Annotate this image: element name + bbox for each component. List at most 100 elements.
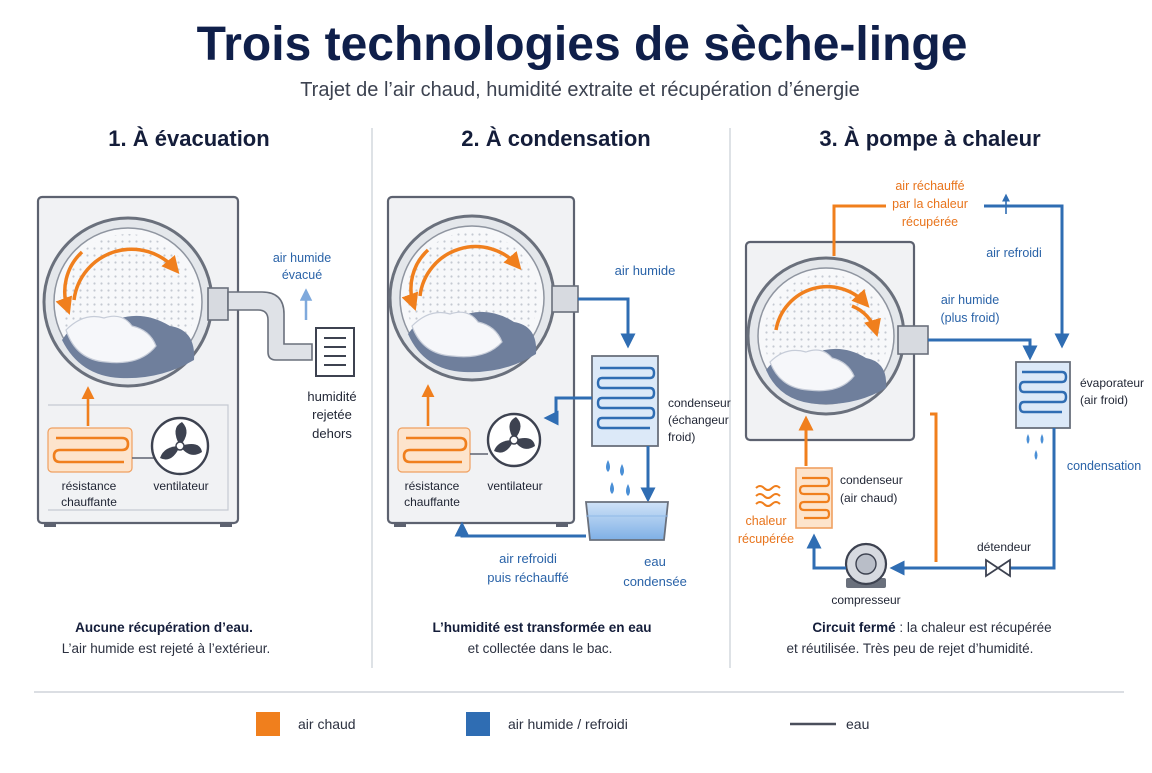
label-air-rechauffe: air réchauffé — [895, 179, 964, 193]
label-recuperee: récupérée — [902, 215, 958, 229]
lower-panel-outline — [48, 404, 229, 511]
panel-evacuation: 1. À évacuation air humide évacué humidi… — [36, 126, 357, 656]
label-air-refroidi: air refroidi — [986, 246, 1042, 260]
legend-swatch-hot — [256, 712, 280, 736]
label-compresseur: compresseur — [831, 593, 900, 607]
label-froid: froid) — [668, 430, 695, 444]
label-air-chaud: (air chaud) — [840, 491, 897, 505]
panel1-caption: L’air humide est rejeté à l’extérieur. — [62, 641, 271, 656]
label-dehors: dehors — [312, 426, 352, 441]
panel3-title: 3. À pompe à chaleur — [819, 126, 1041, 151]
hot-air-loop — [832, 204, 886, 256]
label-eau: eau — [644, 554, 666, 569]
panel3-caption-rest: : la chaleur est récupérée — [896, 620, 1052, 635]
dryer-foot — [556, 522, 568, 527]
label-ventilateur: ventilateur — [153, 479, 208, 493]
hp-condenser — [795, 467, 833, 529]
legend-humid-label: air humide / refroidi — [508, 716, 628, 732]
drum-rotation-arrow — [851, 304, 881, 338]
humid-air-arrow — [578, 297, 636, 349]
label-ventilateur: ventilateur — [487, 479, 542, 493]
condenser — [591, 355, 659, 447]
drum — [746, 256, 906, 416]
page-subtitle: Trajet de l’air chaud, humidité extraite… — [300, 79, 860, 101]
heating-element — [47, 427, 133, 473]
water-tank — [585, 501, 669, 541]
panel3-caption-bold: Circuit fermé — [812, 620, 896, 635]
fan-icon — [150, 416, 210, 476]
humid-air-arrow — [928, 338, 1038, 361]
water-drops — [1026, 434, 1044, 460]
label-air-froid: (air froid) — [1080, 393, 1128, 407]
dryer-foot — [394, 522, 406, 527]
heating-element — [397, 427, 471, 473]
label-chauffante: chauffante — [61, 495, 117, 509]
fan-icon — [486, 412, 542, 468]
label-condensee: condensée — [623, 574, 687, 589]
dryer-foot — [220, 522, 232, 527]
label-condenseur: condenseur — [668, 396, 731, 410]
label-echangeur: (échangeur — [668, 413, 729, 427]
panel2-caption-bold: L’humidité est transformée en eau — [432, 620, 651, 635]
panel2-caption: et collectée dans le bac. — [468, 641, 613, 656]
label-air-humide: air humide — [615, 263, 676, 278]
label-par-la-chaleur: par la chaleur — [892, 197, 968, 211]
label-resistance: résistance — [62, 479, 117, 493]
refrigerant-line — [1010, 428, 1056, 570]
label-evaporateur: évaporateur — [1080, 376, 1144, 390]
duct-collar — [897, 325, 929, 355]
label-chauffante: chauffante — [404, 495, 460, 509]
label-plus-froid: (plus froid) — [940, 311, 999, 325]
label-air-humide: air humide — [941, 293, 999, 307]
panel-condensation: 2. À condensation air humide condenseur … — [386, 126, 731, 656]
drum — [388, 214, 556, 382]
panel1-caption-bold: Aucune récupération d’eau. — [75, 620, 253, 635]
refrigerant-line — [806, 533, 846, 570]
label-puis-rechauffe: puis réchauffé — [487, 570, 568, 585]
duct-collar — [551, 285, 579, 313]
label-air-refroidi: air refroidi — [499, 551, 557, 566]
panel3-caption-line2: et réutilisée. Très peu de rejet d’humid… — [787, 641, 1034, 656]
exhaust-duct — [227, 291, 313, 361]
legend: air chaud air humide / refroidi eau — [256, 712, 869, 736]
label-rejetee: rejetée — [312, 407, 352, 422]
label-chaleur: chaleur — [746, 514, 787, 528]
panel2-title: 2. À condensation — [461, 126, 650, 151]
dryer-foot — [44, 522, 56, 527]
duct-collar — [207, 287, 229, 321]
heat-waves-icon — [755, 485, 781, 507]
evaporator — [1015, 361, 1071, 429]
hot-refrigerant-line — [930, 412, 938, 562]
return-air-arrow — [454, 521, 586, 538]
panel-heat-pump: 3. À pompe à chaleur air réchauffé par l… — [738, 126, 1144, 656]
legend-swatch-humid — [466, 712, 490, 736]
water-drops — [606, 460, 630, 496]
drum-rotation-arrow — [418, 244, 522, 297]
drum-rotation-arrow — [55, 250, 84, 315]
compressor-icon — [844, 542, 888, 588]
panel3-caption-line1: Circuit fermé : la chaleur est récupérée — [812, 620, 1051, 635]
drum — [42, 216, 214, 388]
cold-air-loop — [984, 204, 1070, 349]
wall-vent — [315, 327, 355, 377]
page-title: Trois technologies de sèche-linge — [197, 18, 968, 71]
panel1-title: 1. À évacuation — [108, 126, 269, 151]
label-condensation: condensation — [1067, 459, 1141, 473]
label-condenseur: condenseur — [840, 473, 903, 487]
label-resistance: résistance — [405, 479, 460, 493]
recirculation-arrow — [543, 396, 592, 426]
legend-water-label: eau — [846, 716, 869, 732]
drum-rotation-arrow — [401, 248, 430, 311]
expansion-valve-icon — [985, 558, 1011, 578]
drum-rotation-arrow — [72, 247, 180, 301]
label-air-humide: air humide — [273, 251, 331, 265]
label-detendeur: détendeur — [977, 540, 1031, 554]
label-humidite: humidité — [307, 389, 356, 404]
drum-rotation-arrow — [774, 285, 870, 331]
legend-hot-label: air chaud — [298, 716, 356, 732]
label-evacue: évacué — [282, 268, 322, 282]
label-chaleur-recuperee: récupérée — [738, 532, 794, 546]
laundry-white — [65, 315, 157, 364]
